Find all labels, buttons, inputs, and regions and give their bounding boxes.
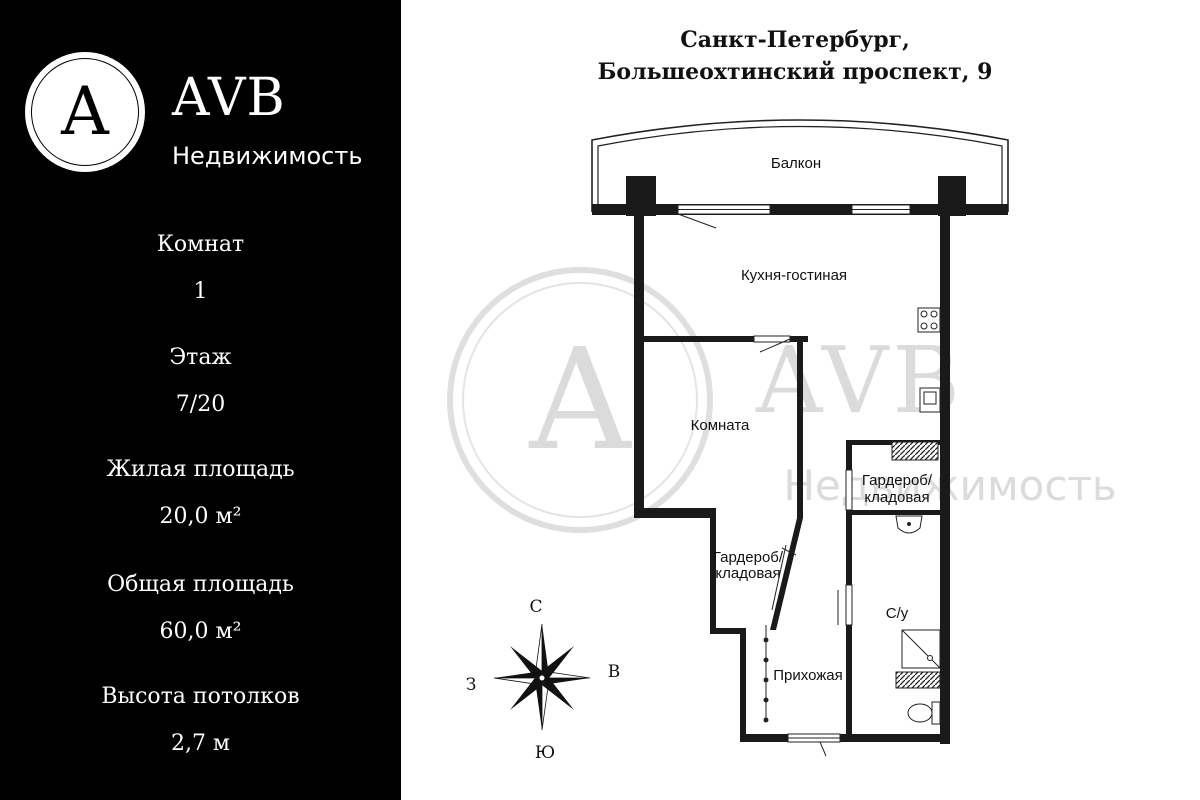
- compass-rose: С Ю З В: [466, 597, 621, 763]
- info-sidebar: A AVB Недвижимость Комнат 1 Этаж 7/20 Жи…: [0, 0, 401, 800]
- room-label-room: Комната: [691, 417, 750, 434]
- shower-icon: [901, 629, 941, 669]
- balcony: [591, 119, 1009, 229]
- watermark-name: AVB: [755, 327, 964, 434]
- room-label-wardrobe-left-2: кладовая: [715, 565, 780, 582]
- address-city: Санкт-Петербург,: [680, 27, 910, 53]
- spec-label: Общая площадь: [107, 572, 294, 597]
- spec-value: 1: [193, 279, 208, 304]
- shelf-icon: [891, 441, 939, 461]
- compass-east-label: В: [608, 662, 621, 682]
- doors: [753, 335, 853, 757]
- room-label-bathroom: С/у: [886, 605, 909, 622]
- room-label-kitchen-living: Кухня-гостиная: [741, 267, 847, 284]
- heater-icon: [895, 671, 941, 689]
- spec-total-area: Общая площадь 60,0 м²: [0, 570, 401, 647]
- compass-star-icon: [493, 623, 591, 731]
- watermark-letter: A: [528, 319, 632, 482]
- room-label-wardrobe-right: Гардероб/: [862, 472, 933, 489]
- address-heading: Санкт-Петербург, Большеохтинский проспек…: [560, 24, 1030, 88]
- spec-ceiling-height: Высота потолков 2,7 м: [0, 682, 401, 759]
- kitchen-stove-icon: [917, 307, 941, 333]
- compass-north-label: С: [529, 597, 542, 617]
- watermark-circle: [447, 267, 713, 533]
- spec-label: Высота потолков: [101, 684, 300, 709]
- room-label-hallway: Прихожая: [773, 667, 843, 684]
- spec-label: Комнат: [156, 232, 245, 257]
- spec-living-area: Жилая площадь 20,0 м²: [0, 455, 401, 532]
- brand-name: AVB: [172, 68, 286, 128]
- brand-subtitle: Недвижимость: [172, 142, 363, 170]
- spec-label: Жилая площадь: [106, 457, 295, 482]
- kitchen-sink-icon: [919, 387, 941, 413]
- spec-floor: Этаж 7/20: [0, 343, 401, 420]
- watermark-inner-circle: [462, 282, 698, 518]
- spec-value: 2,7 м: [170, 731, 231, 756]
- spec-value: 20,0 м²: [159, 504, 242, 529]
- room-label-balcony: Балкон: [771, 155, 821, 172]
- watermark: A AVB Недвижимость: [447, 267, 1117, 533]
- spec-value: 7/20: [175, 392, 226, 417]
- compass-west-label: З: [466, 675, 477, 695]
- room-label-wardrobe-left: Гардероб/: [713, 549, 784, 566]
- brand-logo: A: [25, 52, 145, 172]
- spec-label: Этаж: [169, 345, 232, 370]
- spec-rooms: Комнат 1: [0, 230, 401, 307]
- address-street: Большеохтинский проспект, 9: [597, 59, 993, 85]
- room-label-wardrobe-right-2: кладовая: [864, 489, 929, 506]
- washbasin-icon: [895, 515, 923, 534]
- toilet-icon: [907, 701, 941, 725]
- compass-south-label: Ю: [535, 743, 555, 763]
- spec-value: 60,0 м²: [159, 619, 242, 644]
